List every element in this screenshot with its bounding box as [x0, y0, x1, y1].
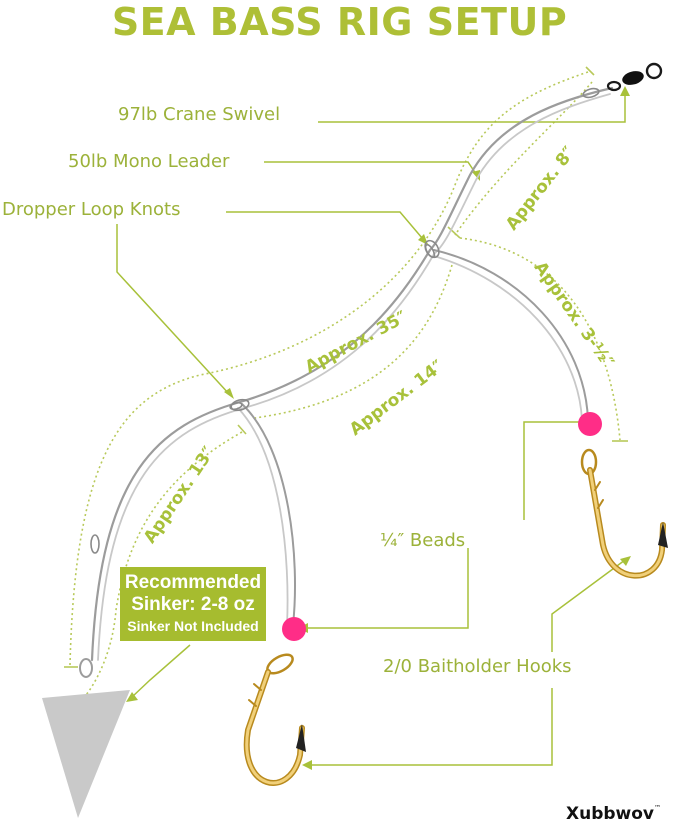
dimension-guides — [69, 71, 621, 696]
sinker-icon — [42, 658, 130, 818]
dimension-ticks — [64, 66, 628, 668]
label-dropper-loop-knots: Dropper Loop Knots — [2, 199, 181, 220]
guide-approx-8 — [454, 81, 593, 236]
callout-beads-top — [523, 421, 582, 520]
callout-swivel — [318, 92, 626, 123]
upper-hook-icon — [580, 448, 668, 579]
callout-dropper-top — [226, 211, 429, 246]
callout-hooks-top — [551, 559, 626, 652]
callout-hooks-bottom — [310, 688, 553, 766]
callout-dropper-bottom — [116, 224, 231, 396]
callout-beads-bottom — [305, 548, 469, 629]
label-baitholder-hooks: 2/0 Baitholder Hooks — [383, 656, 572, 677]
lower-bead-icon — [282, 617, 306, 641]
upper-bead-icon — [578, 412, 602, 436]
crane-swivel-icon — [606, 62, 663, 92]
lower-hook-icon — [243, 653, 306, 786]
sinker-line-1: Recommended — [124, 572, 262, 593]
guide-approx-3-half — [459, 237, 621, 441]
label-mono-leader: 50lb Mono Leader — [68, 151, 230, 172]
callout-sinker — [131, 644, 191, 698]
brand-trademark: ™ — [654, 804, 661, 812]
mono-leader — [90, 86, 614, 662]
guide-approx-14 — [254, 264, 453, 419]
sinker-knot — [90, 534, 100, 554]
guide-approx-35 — [69, 71, 589, 666]
lower-knot — [230, 398, 250, 412]
guide-approx-13 — [85, 431, 243, 696]
sinker-line-3: Sinker Not Included — [127, 618, 259, 634]
callout-leader — [264, 161, 479, 178]
sinker-line-2: Sinker: 2-8 oz — [131, 594, 255, 615]
dropper-knots — [90, 87, 600, 554]
brand-logo: Xubbwov™ — [566, 804, 661, 824]
sinker-recommendation-badge: Recommended Sinker: 2-8 oz Sinker Not In… — [120, 567, 266, 641]
label-crane-swivel: 97lb Crane Swivel — [118, 104, 281, 125]
page-title: SEA BASS RIG SETUP — [111, 0, 568, 44]
label-beads: ¼″ Beads — [380, 530, 466, 551]
brand-name: Xubbwov — [565, 804, 654, 824]
callout-lines — [116, 92, 626, 766]
